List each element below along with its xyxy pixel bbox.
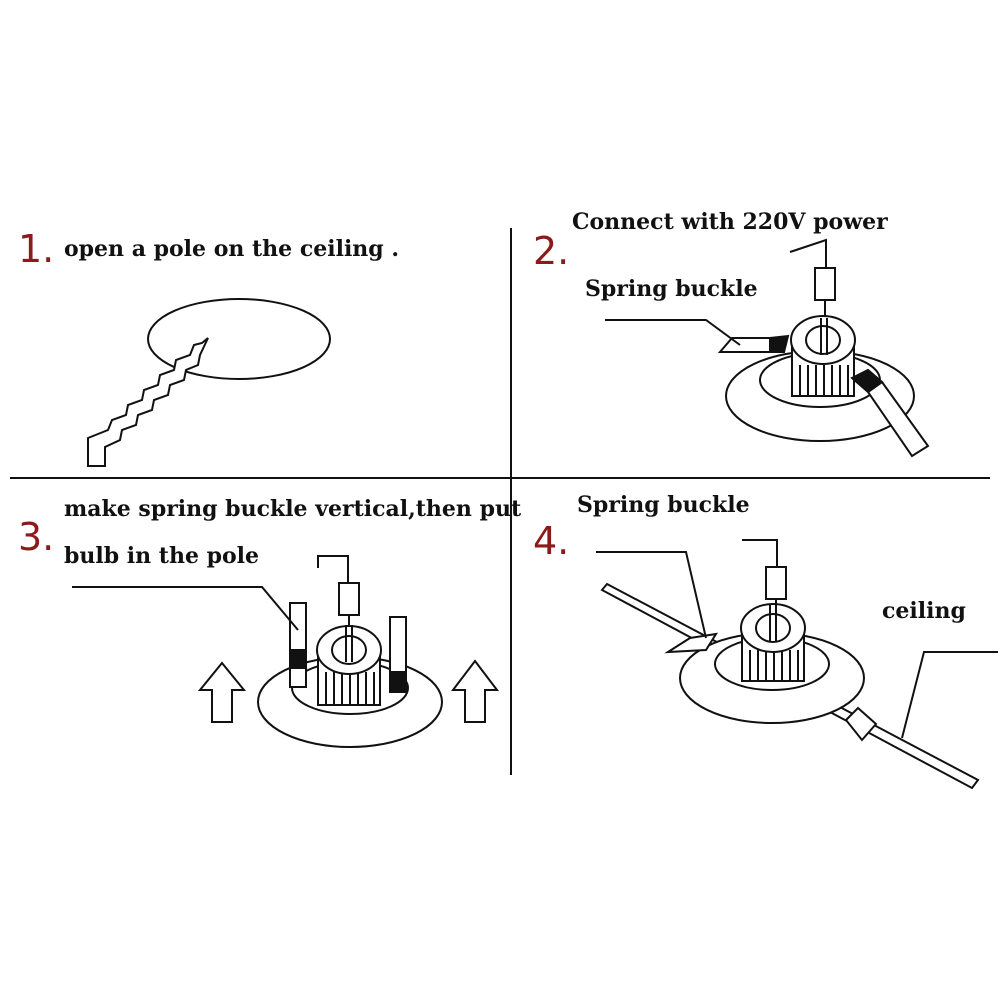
step-3-number: 3. <box>18 515 55 559</box>
step-3-text-line2: bulb in the pole <box>64 543 260 569</box>
power-wire <box>742 539 778 567</box>
power-wire <box>789 238 827 268</box>
step-4-number: 4. <box>533 519 570 563</box>
spring-buckle-left <box>664 632 719 654</box>
step-4-ceiling-label: ceiling <box>882 598 966 624</box>
saw-blade <box>87 337 209 467</box>
bulb-core <box>755 613 791 643</box>
step-3-text-line1: make spring buckle vertical,then put <box>64 496 522 522</box>
connector <box>765 566 787 600</box>
step-1-number: 1. <box>18 227 55 271</box>
step-1-text: open a pole on the ceiling . <box>64 236 399 262</box>
up-arrow-icon <box>450 659 500 723</box>
spring-leader <box>596 551 707 639</box>
power-wire <box>317 555 349 583</box>
step-2-power-text: Connect with 220V power <box>572 209 888 235</box>
ceiling-leader <box>901 651 998 739</box>
up-arrow-icon <box>197 661 247 723</box>
spring-leader <box>605 319 741 346</box>
spring-buckle-right <box>844 706 878 742</box>
ceiling-hole <box>147 298 331 380</box>
step-2-spring-label: Spring buckle <box>585 276 758 302</box>
bulb-core <box>331 635 367 665</box>
bulb-core <box>805 325 841 355</box>
step-2-number: 2. <box>533 229 570 273</box>
spring-leader <box>72 586 299 631</box>
step-4-spring-label: Spring buckle <box>577 492 750 518</box>
